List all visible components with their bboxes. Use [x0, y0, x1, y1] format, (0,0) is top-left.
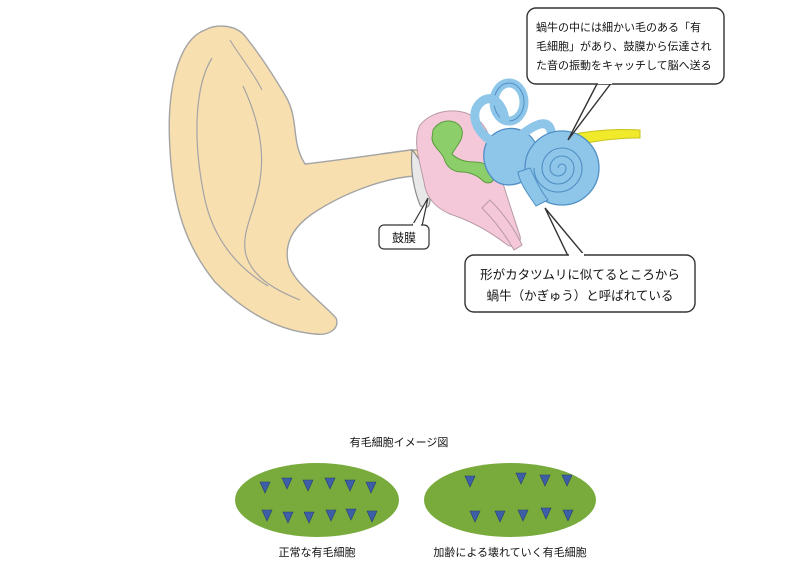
pinna-fold-top	[229, 39, 263, 91]
normal-hair-cell	[302, 479, 314, 492]
pinna-fold-outer	[196, 57, 269, 287]
callout-cochlea-info: 蝸牛の中には細かい毛のある「有 毛細胞」があり、鼓膜から伝達され た音の振動をキ…	[526, 7, 725, 141]
cochlea-spiral	[533, 147, 583, 193]
damaged-hair-cell	[561, 474, 573, 487]
damaged-hair-cell	[494, 510, 506, 523]
damaged-hair-cell	[562, 509, 574, 522]
normal-hair-cell	[324, 477, 336, 490]
normal-hair-cell-caption: 正常な有毛細胞	[279, 545, 356, 559]
semicircular-canal-side	[470, 94, 510, 144]
pinna-fold-inner	[242, 85, 301, 301]
normal-hair-cell	[261, 509, 273, 522]
damaged-hair-cell	[469, 510, 481, 523]
damaged-hair-cell	[464, 475, 476, 488]
pinna-shape	[168, 25, 431, 335]
normal-hair-cell	[259, 481, 271, 494]
callout-cochlea-name-box	[464, 254, 696, 313]
cochlea-connector	[517, 167, 549, 207]
inner-ear	[470, 78, 600, 207]
damaged-hair-cell-oval	[424, 463, 596, 537]
callout-cochlea-info-line-2: 毛細胞」があり、鼓膜から伝達され	[536, 39, 712, 53]
damaged-hair-cell	[540, 507, 552, 520]
normal-hair-cell	[325, 509, 337, 522]
callout-cochlea-info-line-1: 蝸牛の中には細かい毛のある「有	[536, 20, 701, 34]
callout-eardrum-box	[378, 224, 430, 250]
callout-eardrum: 鼓膜	[378, 197, 430, 250]
normal-hair-cell	[345, 508, 357, 521]
normal-hair-cell-markers	[259, 477, 378, 524]
damaged-hair-cell	[515, 472, 527, 485]
normal-hair-cell	[344, 479, 356, 492]
outer-ear	[168, 25, 431, 335]
callout-cochlea-info-box	[526, 7, 725, 85]
damaged-hair-cell-markers	[464, 472, 574, 523]
damaged-hair-cell	[539, 474, 551, 487]
normal-hair-cell	[282, 511, 294, 524]
damaged-hair-cell	[517, 509, 529, 522]
normal-hair-cell	[303, 511, 315, 524]
callout-cochlea-name-line-2: 蝸牛（かぎゅう）と呼ばれている	[487, 288, 674, 303]
normal-hair-cell	[281, 477, 293, 490]
middle-ear	[416, 110, 523, 251]
normal-hair-cell	[365, 481, 377, 494]
hair-cell-figure: 有毛細胞イメージ図 正常な有毛細胞 加齢による壊れていく有毛細胞	[235, 435, 596, 559]
callout-cochlea-name-pointer	[544, 207, 587, 257]
eustachian-tube	[481, 199, 523, 251]
callout-cochlea-name: 形がカタツムリに似てるところから 蝸牛（かぎゅう）と呼ばれている	[464, 207, 696, 313]
normal-hair-cell-oval	[235, 463, 399, 537]
callout-cochlea-name-line-1: 形がカタツムリに似てるところから	[480, 267, 680, 282]
callout-cochlea-info-line-3: た音の振動をキャッチして脳へ送る	[536, 58, 712, 72]
normal-hair-cell	[366, 510, 378, 523]
hair-cell-figure-title: 有毛細胞イメージ図	[350, 435, 449, 449]
callout-eardrum-text: 鼓膜	[392, 231, 416, 245]
damaged-hair-cell-caption: 加齢による壊れていく有毛細胞	[433, 545, 586, 559]
